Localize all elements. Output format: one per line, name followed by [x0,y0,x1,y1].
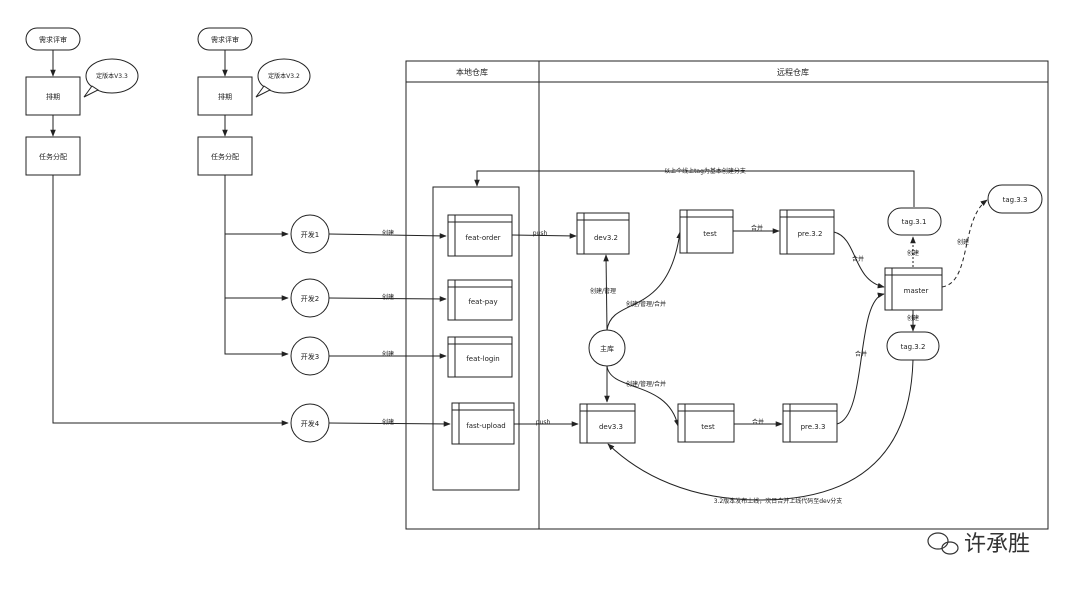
tag-label-32: tag.3.2 [901,343,926,351]
branch-box-test-b [677,403,735,443]
top-note: 以上个线上tag为基本创建分支 [664,167,746,175]
branch-label-pre32: pre.3.2 [798,230,823,238]
branch-label-test-a: test [703,230,717,238]
dev-label-2: 开发2 [301,294,319,303]
version-bubble-b [257,58,311,94]
version-bubble-text-a: 定版本V3.3 [96,72,128,80]
schedule-box-b [197,76,253,116]
review-label-a: 需求评审 [39,35,67,44]
chat-bubble-icon-small [941,541,959,555]
schedule-box-a [25,76,81,116]
tag-label-31: tag.3.1 [902,218,927,226]
bottom-note: 3.2版本发布上线，次日合并上线代码至dev分支 [714,497,843,505]
remote-repo: dev3.2 dev3.3 主库 创建/管理 创建/管理/合并 创建/管理/合并… [474,167,1043,505]
remote-repo-header: 远程仓库 [777,67,809,77]
branch-label-fast-upload: fast-upload [466,422,506,430]
flow-b: 需求评审 排期 任务分配 定版本V3.2 [197,27,311,176]
create-manage-merge-label-b: 创建/管理/合并 [626,380,666,388]
dev-label-4: 开发4 [301,419,320,428]
swimlane-frame: 本地仓库 远程仓库 [405,60,1049,530]
dev-to-branch-arrows: 创建 创建 创建 创建 [328,229,451,427]
branch-label-feat-order: feat-order [465,234,500,242]
review-label-b: 需求评审 [211,35,239,44]
local-branch-container [432,186,520,491]
create-label-tag33: 创建 [957,238,969,246]
create-label-2: 创建 [382,293,394,301]
create-manage-label: 创建/管理 [590,287,616,295]
local-repo-header: 本地仓库 [456,67,488,77]
branch-label-master: master [904,287,929,295]
merge-label-pre32: 合并 [852,255,864,263]
branch-label-test-b: test [701,423,715,431]
branch-label-feat-pay: feat-pay [468,298,497,306]
flow-a: 需求评审 排期 任务分配 定版本V3.3 [25,27,139,176]
merge-label-pre33: 合并 [855,350,867,358]
branch-label-dev33: dev3.3 [599,423,623,431]
branch-label-pre33: pre.3.3 [801,423,826,431]
push-label-b: push [536,419,551,426]
local-branches: feat-order feat-pay feat-login fast-uplo… [447,214,515,445]
chat-bubble-icon [927,532,949,550]
dev-label-3: 开发3 [301,352,319,361]
create-label-4: 创建 [382,418,394,426]
bubble-tail-b [255,85,271,98]
main-repo-label: 主库 [600,344,614,353]
bubble-tail-a [83,85,99,98]
version-bubble-text-b: 定版本V3.2 [268,72,300,80]
tag-node-31 [887,207,942,236]
dev-label-1: 开发1 [301,230,319,239]
assign-label-b: 任务分配 [211,152,239,161]
create-label-tag31: 创建 [907,249,919,257]
assign-box-b [197,136,253,176]
schedule-label-b: 排期 [218,92,232,101]
tag-node-33 [987,184,1043,214]
watermark-text: 许承胜 [964,532,1030,557]
schedule-label-a: 排期 [46,92,60,101]
assign-to-dev-connectors [52,175,289,426]
developers: 开发1 开发2 开发3 开发4 [290,214,330,443]
create-label-3: 创建 [382,350,394,358]
create-label-tag32: 创建 [907,314,919,322]
branch-label-dev32: dev3.2 [594,234,618,242]
version-bubble-a [85,58,139,94]
branch-box-pre33 [782,403,838,443]
merge-label-test33: 合并 [752,418,764,426]
assign-label-a: 任务分配 [39,152,67,161]
merge-label-test32: 合并 [751,224,763,232]
create-label-1: 创建 [382,229,394,237]
branch-label-feat-login: feat-login [466,355,499,363]
push-arrows: push push [511,230,579,427]
watermark: 许承胜 [927,532,1030,557]
push-label-a: push [533,230,548,237]
tag-label-33: tag.3.3 [1003,196,1028,204]
create-manage-merge-label-a: 创建/管理/合并 [626,300,666,308]
